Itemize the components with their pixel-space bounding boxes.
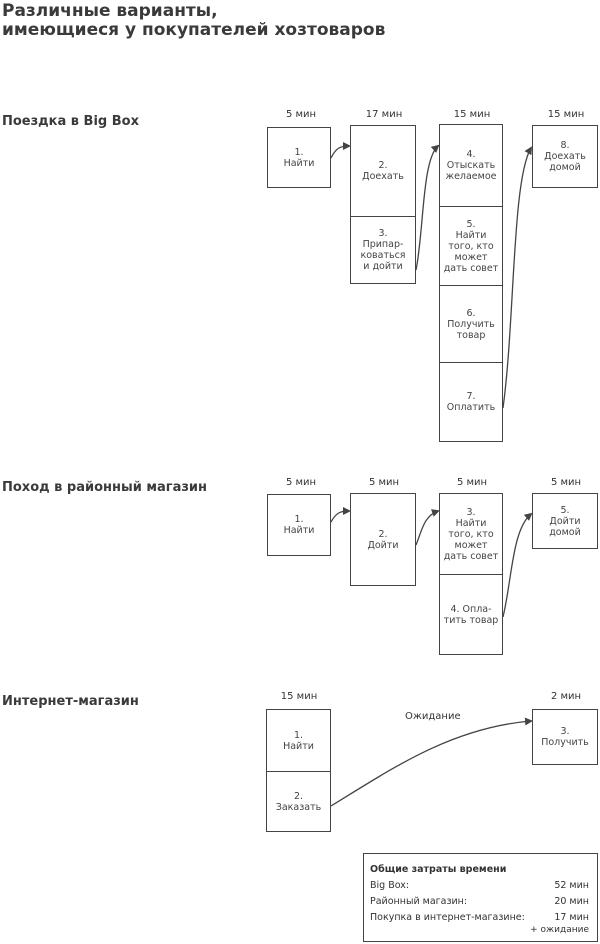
summary-title: Общие затраты времени: [370, 864, 507, 875]
duration-online-2: 2 мин: [550, 691, 582, 702]
duration-bigbox-1: 5 мин: [285, 109, 317, 120]
duration-local-4: 5 мин: [550, 477, 582, 488]
duration-local-2: 5 мин: [368, 477, 400, 488]
summary-value: 52 мин: [554, 880, 589, 891]
step-local-1: 1. Найти: [267, 494, 331, 556]
step-local-2: 2. Дойти: [350, 493, 416, 586]
page-title: Различные варианты, имеющиеся у покупате…: [2, 1, 386, 40]
step-bigbox-4: 4. Отыскать желаемое: [439, 124, 503, 207]
section-title-bigbox: Поездка в Big Box: [2, 114, 139, 129]
summary-note: + ожидание: [530, 925, 589, 935]
summary-value: 17 мин: [554, 912, 589, 923]
step-bigbox-3: 3. Припар- коваться и дойти: [350, 216, 416, 284]
summary-label: Покупка в интернет-магазине:: [370, 912, 525, 923]
arrow-local-4-5: [502, 512, 533, 618]
summary-row-local: Районный магазин: 20 мин: [370, 896, 589, 910]
summary-label: Big Box:: [370, 880, 410, 891]
duration-online-1: 15 мин: [280, 691, 318, 702]
summary-row-bigbox: Big Box: 52 мин: [370, 880, 589, 894]
arrow-bigbox-1-2: [330, 142, 351, 159]
step-online-1: 1. Найти: [266, 709, 331, 772]
step-bigbox-7: 7. Оплатить: [439, 362, 503, 442]
step-bigbox-6: 6. Получить товар: [439, 285, 503, 363]
step-online-3: 3. Получить: [532, 709, 598, 765]
arrow-bigbox-3-4: [415, 144, 440, 271]
duration-local-3: 5 мин: [456, 477, 488, 488]
step-bigbox-2: 2. Доехать: [350, 125, 416, 217]
step-local-4: 4. Опла- тить товар: [439, 574, 503, 655]
arrow-local-1-2: [330, 507, 351, 523]
section-title-local: Поход в районный магазин: [2, 480, 207, 495]
step-bigbox-8: 8. Доехать домой: [532, 125, 598, 188]
step-local-5: 5. Дойти домой: [532, 493, 598, 549]
arrow-local-2-3: [415, 509, 440, 546]
duration-bigbox-4: 15 мин: [547, 109, 585, 120]
arrow-bigbox-7-8: [502, 146, 533, 409]
summary-row-online: Покупка в интернет-магазине: 17 мин: [370, 912, 589, 926]
wait-label: Ожидание: [405, 711, 461, 722]
duration-local-1: 5 мин: [285, 477, 317, 488]
duration-bigbox-2: 17 мин: [365, 109, 403, 120]
step-local-3: 3. Найти того, кто может дать совет: [439, 493, 503, 575]
section-title-online: Интернет-магазин: [2, 694, 139, 709]
time-summary: Общие затраты времени Big Box: 52 мин Ра…: [363, 853, 598, 942]
arrow-online-2-3: [330, 717, 533, 807]
summary-label: Районный магазин:: [370, 896, 468, 907]
step-bigbox-1: 1. Найти: [267, 127, 331, 188]
summary-value: 20 мин: [554, 896, 589, 907]
step-online-2: 2. Заказать: [266, 771, 331, 832]
step-bigbox-5: 5. Найти того, кто может дать совет: [439, 206, 503, 286]
duration-bigbox-3: 15 мин: [453, 109, 491, 120]
